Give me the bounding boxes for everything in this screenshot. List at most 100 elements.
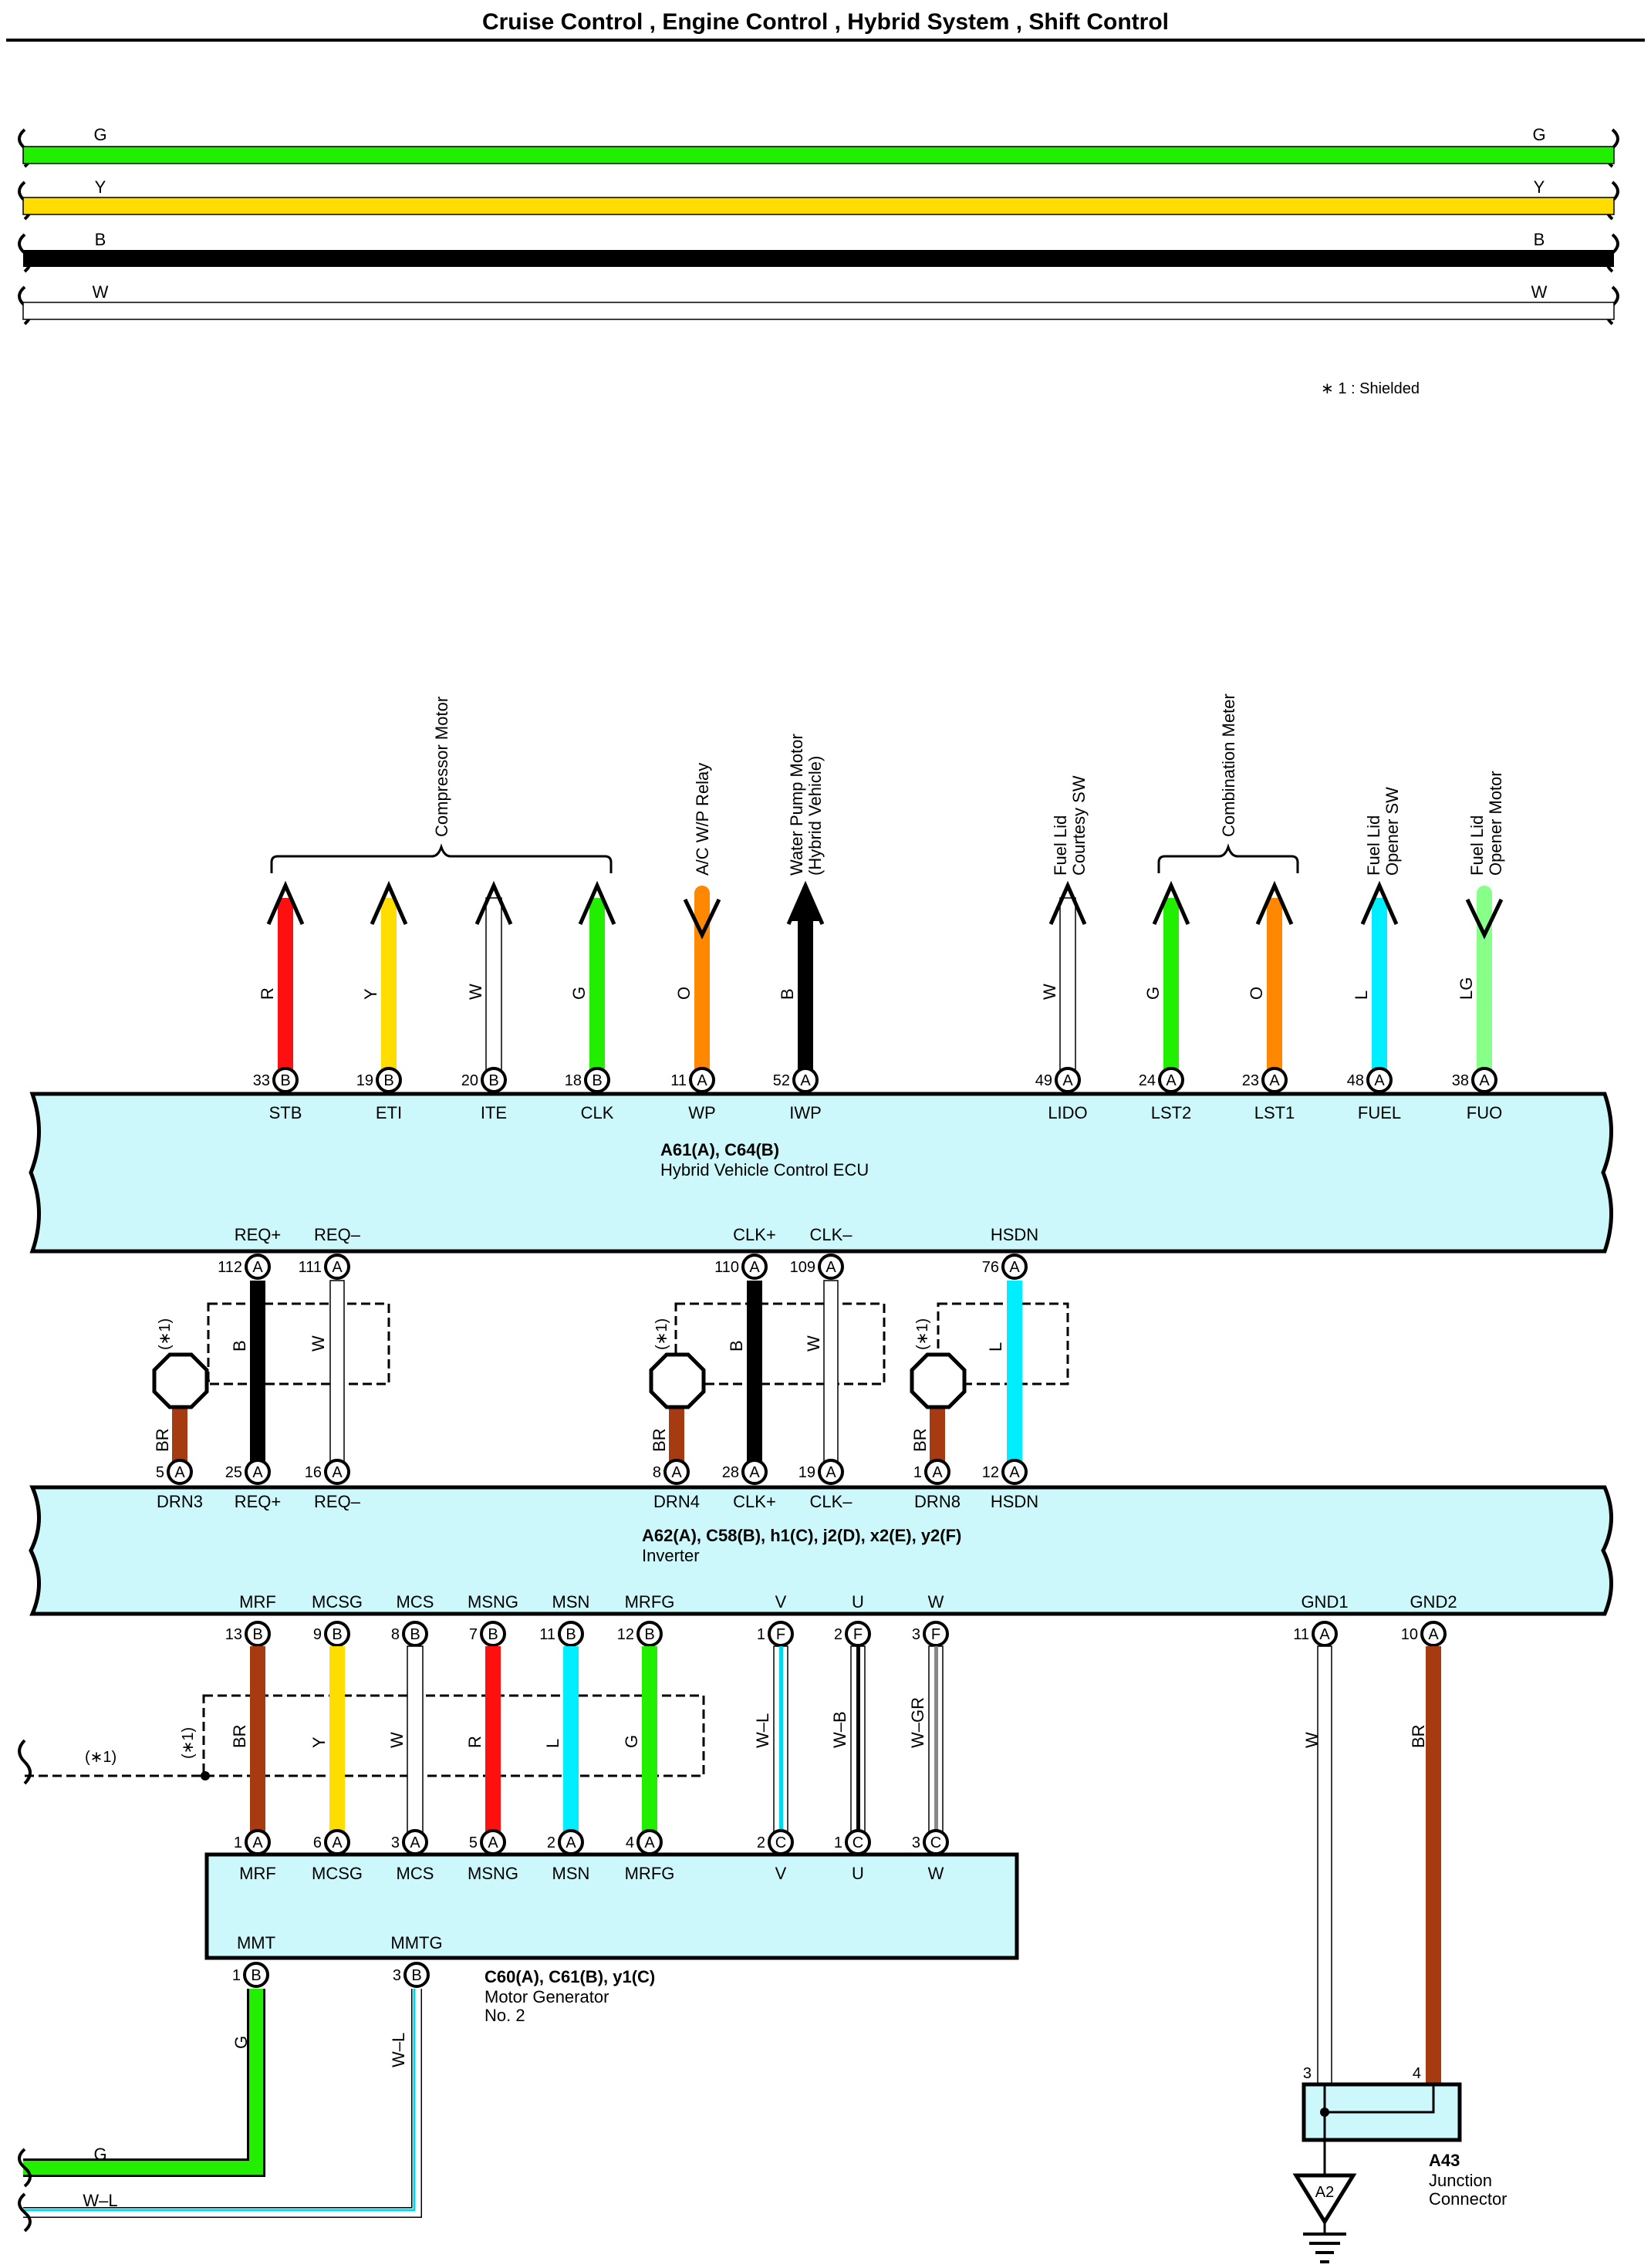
- terminal-circle: [1366, 1067, 1393, 1093]
- terminal-circle: [403, 1962, 430, 1988]
- terminal-pin-number: 1: [913, 1464, 922, 1481]
- terminal-name: CLK–: [809, 1225, 853, 1244]
- terminal-connector-letter: A: [252, 1464, 263, 1481]
- terminal-pin-number: 4: [626, 1834, 634, 1851]
- fuel-lid-opener-motor-label: Fuel Lid: [1467, 815, 1487, 876]
- terminal-circle: [245, 1254, 271, 1280]
- link-wire-req-minus: [329, 1280, 345, 1471]
- mmtg-wire: [23, 1989, 416, 2212]
- terminal-pin-number: 33: [253, 1072, 270, 1089]
- shield-ground-icon: [649, 1352, 706, 1409]
- terminal-pin-number: 6: [313, 1834, 322, 1851]
- terminal-pin-number: 112: [218, 1259, 242, 1276]
- terminal-name: W: [928, 1864, 944, 1883]
- terminal-name: MRF: [239, 1592, 276, 1612]
- ecu-inverter-links: (∗1) (∗1) (∗1) BR BR BR B W B W L: [152, 1280, 1069, 1471]
- terminal-name: MMTG: [390, 1933, 442, 1952]
- inverter-box: A62(A), C58(B), h1(C), j2(D), x2(E), y2(…: [29, 1485, 1613, 1616]
- terminal-circle: [818, 1254, 844, 1280]
- link-wire-clk-minus: [823, 1280, 839, 1471]
- terminal-connector-letter: B: [488, 1626, 498, 1643]
- terminal-name: MCS: [397, 1592, 434, 1612]
- terminal-connector-letter: B: [411, 1967, 421, 1984]
- ecu-name: Hybrid Vehicle Control ECU: [660, 1160, 869, 1180]
- motor-generator-connector: C60(A), C61(B), y1(C): [484, 1967, 655, 1986]
- ground-wire-gnd1: [1317, 1645, 1332, 2085]
- terminal-name: CLK+: [733, 1492, 776, 1511]
- terminal-name: DRN3: [157, 1492, 203, 1511]
- terminal-name: LST1: [1254, 1103, 1295, 1122]
- drain-label-2: BR: [650, 1428, 669, 1452]
- ac-wp-relay-label: A/C W/P Relay: [693, 763, 712, 876]
- terminal-name: V: [775, 1592, 787, 1612]
- terminal-pin-number: 19: [356, 1072, 373, 1089]
- terminal-pin-number: 23: [1242, 1072, 1259, 1089]
- bus-wire-y: [22, 197, 1615, 215]
- terminal-circle: [402, 1829, 428, 1855]
- junction-pin-4: 4: [1413, 2065, 1421, 2082]
- motor-wire-msn: [563, 1646, 579, 1834]
- terminal-connector-letter: A: [1269, 1072, 1280, 1089]
- terminal-connector-letter: A: [410, 1834, 420, 1851]
- terminal-name: MMT: [237, 1933, 275, 1952]
- ecu-wire-label: B: [778, 988, 797, 1000]
- terminal-pin-number: 13: [225, 1626, 242, 1643]
- terminal-circle: [818, 1459, 844, 1485]
- terminal-circle: [480, 1829, 506, 1855]
- terminal-name: WP: [688, 1103, 715, 1122]
- arrow-up-icon: [578, 880, 616, 926]
- ground-triangle-icon: [1292, 2173, 1357, 2226]
- terminal-name: STB: [269, 1103, 302, 1122]
- terminal-name: U: [852, 1864, 864, 1883]
- link-wire-clk-plus: [747, 1281, 762, 1470]
- motor-wire-label: L: [543, 1739, 562, 1748]
- motor-generator-name: Motor Generator: [484, 1987, 609, 2006]
- terminal-name: MSN: [552, 1592, 590, 1612]
- terminal-pin-number: 1: [232, 1967, 241, 1984]
- combination-meter-brace: [1157, 843, 1299, 873]
- terminal-pin-number: 111: [299, 1259, 322, 1276]
- shield-box-req: [207, 1302, 390, 1385]
- terminal-connector-letter: B: [488, 1072, 498, 1089]
- terminal-connector-letter: A: [826, 1259, 836, 1276]
- terminal-circle: [167, 1459, 193, 1485]
- motor-wire-mrfg: [642, 1646, 657, 1834]
- mmt-wire-label: G: [231, 2036, 251, 2049]
- terminal-circle: [324, 1829, 350, 1855]
- terminal-connector-letter: A: [1166, 1072, 1177, 1089]
- terminal-circle: [481, 1067, 507, 1093]
- terminal-circle: [663, 1459, 690, 1485]
- terminal-pin-number: 12: [982, 1464, 999, 1481]
- destinations: Compressor Motor Combination Meter A/C W…: [270, 694, 1505, 876]
- terminal-pin-number: 8: [391, 1626, 400, 1643]
- terminal-connector-letter: B: [566, 1626, 576, 1643]
- arrow-up-icon: [266, 880, 305, 926]
- link-label-1: B: [230, 1340, 249, 1352]
- shield-mark-3: (∗1): [914, 1318, 931, 1350]
- ground-label: A2: [1315, 2184, 1334, 2201]
- terminal-pin-number: 20: [461, 1072, 478, 1089]
- inverter-connector: A62(A), C58(B), h1(C), j2(D), x2(E), y2(…: [642, 1526, 961, 1545]
- motor-wire-stripe: [779, 1646, 783, 1834]
- motor-wire-label: Y: [309, 1736, 329, 1748]
- motor-wire-msng: [485, 1646, 501, 1834]
- junction-pin-3: 3: [1303, 2065, 1312, 2082]
- terminal-circle: [689, 1067, 715, 1093]
- fuel-lid-courtesy-sw-label-2: Courtesy SW: [1069, 775, 1089, 876]
- terminal-connector-letter: A: [252, 1259, 263, 1276]
- arrow-up-icon: [370, 880, 408, 926]
- terminal-connector-letter: B: [410, 1626, 420, 1643]
- ecu-wire-ite: [485, 897, 502, 1075]
- terminal-connector-letter: A: [697, 1072, 707, 1089]
- terminal-connector-letter: B: [644, 1626, 654, 1643]
- terminal-circle: [1312, 1621, 1338, 1647]
- terminal-name: GND2: [1410, 1592, 1457, 1612]
- terminal-pin-number: 76: [982, 1259, 999, 1276]
- terminal-circle: [845, 1621, 871, 1647]
- motor-wire-stripe: [856, 1646, 860, 1834]
- bus-label-left-b: B: [95, 230, 106, 249]
- terminal-connector-letter: F: [931, 1626, 940, 1643]
- terminal-circle: [1001, 1459, 1028, 1485]
